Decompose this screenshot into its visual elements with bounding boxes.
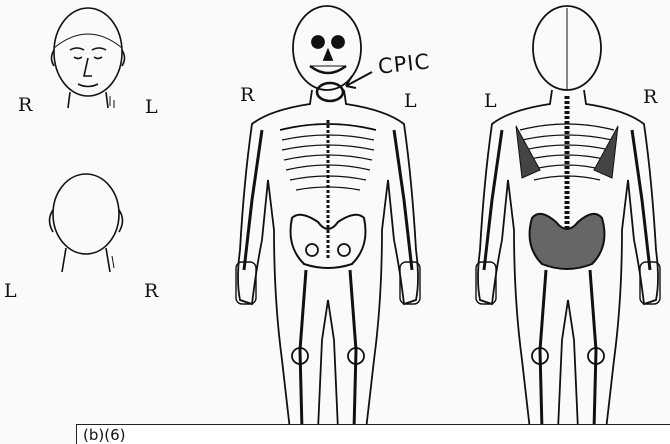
body-front-right-label: R <box>240 84 254 106</box>
head-front-right-label: R <box>18 94 32 116</box>
head-front-figure <box>52 8 125 108</box>
redaction-code: (b)(6) <box>83 426 125 444</box>
body-back-left-label: L <box>484 90 497 112</box>
head-back-figure <box>50 174 123 272</box>
head-back-left-label: L <box>4 280 17 302</box>
redaction-box: (b)(6) <box>76 424 670 444</box>
back-skeleton-figure <box>476 6 660 430</box>
annotation-arrow <box>346 72 372 88</box>
head-back-right-label: R <box>144 280 158 302</box>
body-back-right-label: R <box>643 86 657 108</box>
head-front-left-label: L <box>145 96 158 118</box>
body-front-left-label: L <box>404 90 417 112</box>
